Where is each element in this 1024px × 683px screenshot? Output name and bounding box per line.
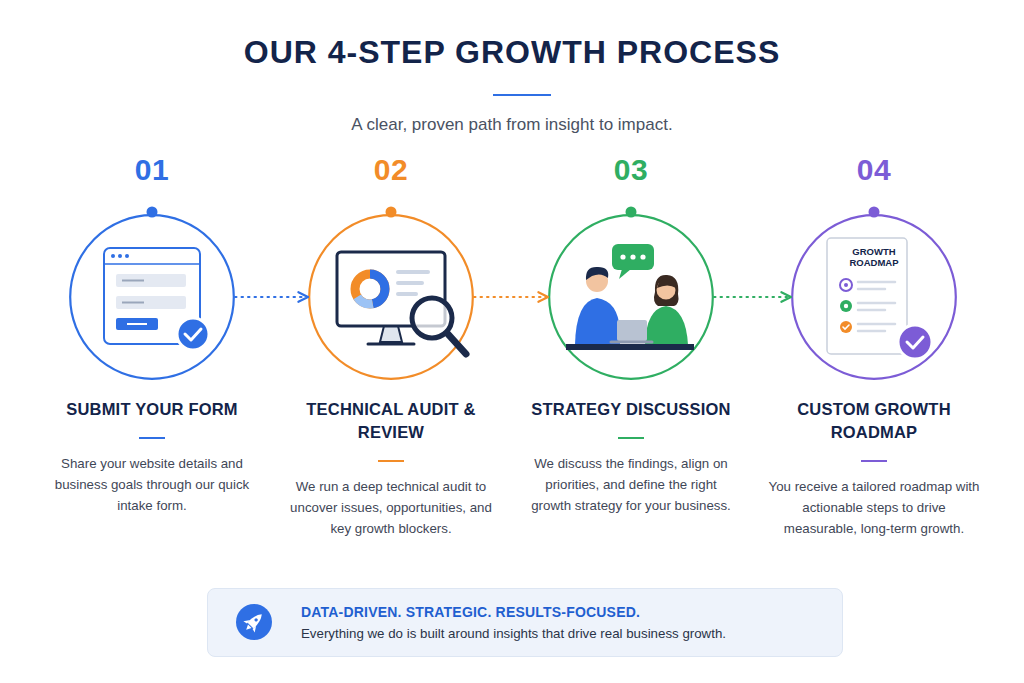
page-title: OUR 4-STEP GROWTH PROCESS <box>0 32 1024 72</box>
step-circle: 04CUSTOM GROWTH ROADMAPYou receive a tai… <box>791 214 957 380</box>
audit-illustration <box>337 252 466 354</box>
subtitle: A clear, proven path from insight to imp… <box>0 114 1024 136</box>
step-circle-outline <box>791 214 957 380</box>
heading-rule <box>378 460 404 462</box>
step-circle-outline <box>69 214 235 380</box>
step-heading: SUBMIT YOUR FORM <box>32 398 272 421</box>
step-circle-outline <box>308 214 474 380</box>
title-rule <box>493 94 551 96</box>
circle-outline <box>792 215 956 379</box>
step-description: You receive a tailored roadmap with acti… <box>768 476 980 539</box>
flow-arrow <box>235 296 308 298</box>
band-heading: DATA-DRIVEN. STRATEGIC. RESULTS-FOCUSED. <box>301 603 826 621</box>
step-number: 04 <box>791 152 957 188</box>
step-heading: CUSTOM GROWTH ROADMAP <box>764 398 984 444</box>
step-circle-outline <box>548 214 714 380</box>
circle-outline <box>70 215 234 379</box>
step-heading: STRATEGY DISCUSSION <box>531 398 731 421</box>
step-number: 02 <box>308 152 474 188</box>
circle-outline <box>549 215 713 379</box>
circle-outline <box>309 215 473 379</box>
step-text-column: CUSTOM GROWTH ROADMAP You receive a tailo… <box>749 398 999 539</box>
step-description: We run a deep technical audit to uncover… <box>284 476 498 539</box>
step-text-column: STRATEGY DISCUSSION We discuss the findin… <box>506 398 756 516</box>
step-text-column: TECHNICAL AUDIT & REVIEW We run a deep te… <box>266 398 516 539</box>
step-dot <box>147 207 158 218</box>
step-dot <box>869 207 880 218</box>
band-text: Everything we do is built around insight… <box>301 625 826 643</box>
step-circle: 02TECHNICAL AUDIT & REVIEWWe run a deep … <box>308 214 474 380</box>
heading-rule <box>139 437 165 439</box>
step-description: We discuss the findings, align on priori… <box>531 453 731 516</box>
step-circle: 01SUBMIT YOUR FORMShare your website det… <box>69 214 235 380</box>
heading-rule <box>861 460 887 462</box>
roadmap-illustration <box>827 238 932 359</box>
form-illustration <box>104 248 209 350</box>
step-dot <box>626 207 637 218</box>
step-text-column: SUBMIT YOUR FORM Share your website detai… <box>27 398 277 516</box>
step-description: Share your website details and business … <box>52 453 252 516</box>
step-number: 03 <box>548 152 714 188</box>
discussion-illustration <box>566 244 694 350</box>
step-number: 01 <box>69 152 235 188</box>
flow-arrow <box>714 296 791 298</box>
step-heading: TECHNICAL AUDIT & REVIEW <box>302 398 480 444</box>
summary-band: DATA-DRIVEN. STRATEGIC. RESULTS-FOCUSED.… <box>207 588 843 657</box>
heading-rule <box>618 437 644 439</box>
rocket-icon <box>236 604 272 640</box>
flow-arrow <box>474 296 548 298</box>
step-dot <box>386 207 397 218</box>
step-circle: 03STRATEGY DISCUSSIONWe discuss the find… <box>548 214 714 380</box>
